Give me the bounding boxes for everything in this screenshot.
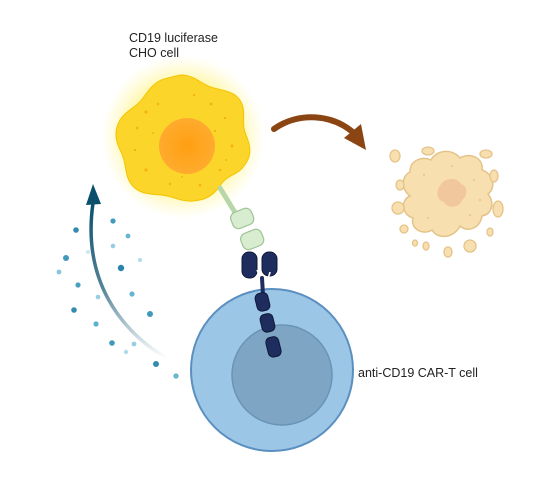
lysed-fragments (389, 146, 504, 258)
lysed-core (437, 178, 467, 207)
cytokine-arrow (89, 201, 168, 360)
cho-nucleus (159, 118, 215, 174)
kill-arrow (271, 114, 366, 150)
car-t-cell (190, 288, 354, 452)
cytokine-release (56, 184, 179, 379)
car-receptor (241, 251, 282, 358)
cd19-antigen (217, 185, 265, 251)
car-t-nucleus (231, 324, 333, 426)
car-cd3z-domain (265, 336, 282, 358)
lysed-cell (389, 146, 504, 258)
cho-cell-granules (133, 93, 234, 187)
cho-cell-label-line2: CHO cell (129, 46, 180, 60)
cd19-domain-2 (240, 228, 265, 251)
car-t-cell-label: anti-CD19 CAR-T cell (358, 366, 478, 380)
lysed-specks (423, 165, 481, 219)
cho-cell-label: CD19 luciferase CHO cell (129, 31, 218, 61)
car-tm-domain (254, 292, 271, 312)
cytokine-dots (56, 218, 179, 379)
cho-cell (101, 55, 265, 219)
cho-cell-label-line1: CD19 luciferase (129, 31, 218, 45)
car-costim-domain (259, 313, 276, 333)
car-scfv (241, 251, 278, 281)
cd19-domain-1 (230, 207, 255, 230)
cytokine-arrow-head (86, 184, 101, 205)
